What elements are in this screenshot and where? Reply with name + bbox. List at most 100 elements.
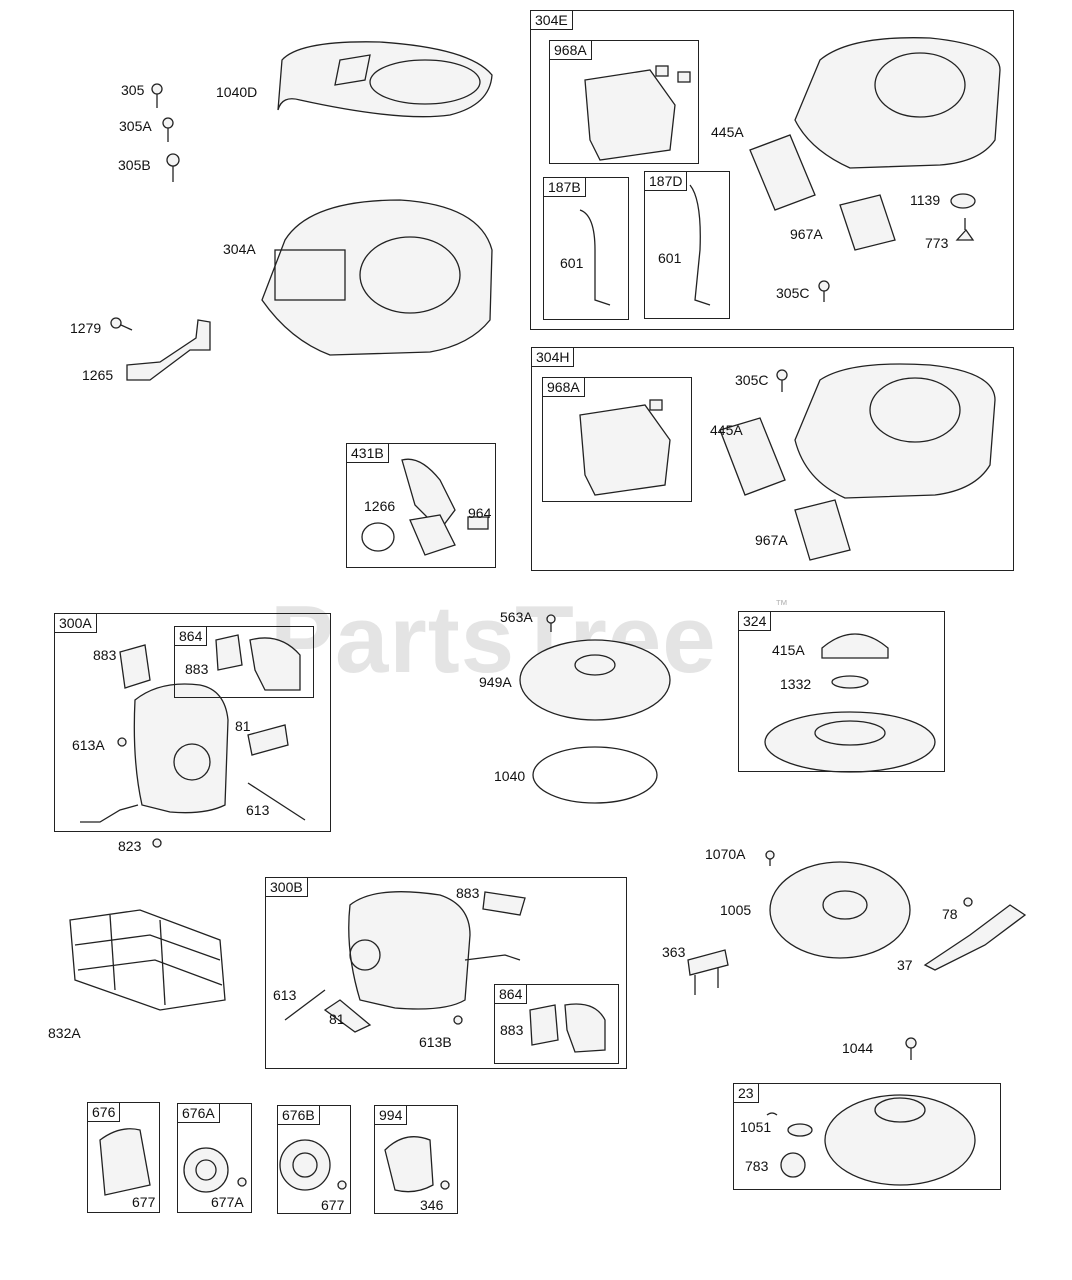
group-tag-300b: 300B [265,877,308,897]
group-tag-187d: 187D [644,171,688,191]
flywheel-23-drawing [766,1037,976,1186]
part-label-883-a1[interactable]: 883 [93,647,117,663]
group-tag-676: 676 [87,1102,121,1122]
group-tag-304e: 304E [530,10,573,30]
group-tag-676b: 676B [277,1105,320,1125]
group-tag-431b: 431B [346,443,389,463]
group-tag-994: 994 [374,1105,408,1125]
fan-1005-drawing [687,850,1027,995]
part-label-832a[interactable]: 832A [48,1025,81,1041]
group-box-300a: 300A [54,613,331,832]
watermark-trademark: ™ [775,597,788,612]
part-label-81-a[interactable]: 81 [235,718,251,734]
part-label-1070a[interactable]: 1070A [705,846,746,862]
part-label-305c-h[interactable]: 305C [735,372,769,388]
kit-304e-drawing [579,37,1001,306]
deflectors-drawing [99,1128,450,1196]
group-tag-864-b: 864 [494,984,528,1004]
part-label-305[interactable]: 305 [121,82,145,98]
group-box-431b: 431B [346,443,496,568]
screws-305-drawing [151,83,180,182]
part-label-363[interactable]: 363 [662,944,686,960]
group-tag-23: 23 [733,1083,759,1103]
part-label-601-d[interactable]: 601 [658,250,682,266]
group-box-968a-e: 968A [549,40,699,164]
blower-housing-304a-drawing [261,199,493,356]
part-label-677-a[interactable]: 677 [132,1194,156,1210]
part-label-964[interactable]: 964 [468,505,492,521]
group-tag-968a-e: 968A [549,40,592,60]
kit-300a-drawing [80,634,306,848]
group-box-324: 324 [738,611,945,772]
part-label-305c-e[interactable]: 305C [776,285,810,301]
group-box-300b: 300B [265,877,627,1069]
group-tag-968a-h: 968A [542,377,585,397]
part-label-883-b1[interactable]: 883 [456,885,480,901]
group-box-968a-h: 968A [542,377,692,502]
part-label-677a[interactable]: 677A [211,1194,244,1210]
group-box-676a: 676A [177,1103,252,1213]
part-label-304a[interactable]: 304A [223,241,256,257]
part-label-81-b[interactable]: 81 [329,1011,345,1027]
group-tag-324: 324 [738,611,772,631]
part-label-773[interactable]: 773 [925,235,949,251]
group-box-304h: 304H [531,347,1014,571]
group-box-864-b: 864 [494,984,619,1064]
part-label-305a[interactable]: 305A [119,118,152,134]
part-label-305b[interactable]: 305B [118,157,151,173]
part-label-613b[interactable]: 613B [419,1034,452,1050]
part-label-601-b[interactable]: 601 [560,255,584,271]
part-label-613-b[interactable]: 613 [273,987,297,1003]
part-label-563a[interactable]: 563A [500,609,533,625]
blower-cover-1040d-drawing [277,41,493,118]
part-label-949a[interactable]: 949A [479,674,512,690]
part-label-37[interactable]: 37 [897,957,913,973]
part-label-445a-h[interactable]: 445A [710,422,743,438]
guard-832a-drawing [69,909,226,1011]
group-box-676b: 676B [277,1105,351,1214]
part-label-967a-e[interactable]: 967A [790,226,823,242]
part-label-1005[interactable]: 1005 [720,902,752,918]
group-tag-304h: 304H [531,347,575,367]
part-label-1266[interactable]: 1266 [364,498,396,514]
group-box-304e: 304E [530,10,1014,330]
kit-324-drawing [764,633,936,773]
kit-304h-drawing [579,363,996,561]
kit-431b-drawing [361,458,489,556]
part-label-1040[interactable]: 1040 [494,768,526,784]
part-label-967a-h[interactable]: 967A [755,532,788,548]
part-label-613a[interactable]: 613A [72,737,105,753]
part-label-415a[interactable]: 415A [772,642,805,658]
part-label-1265[interactable]: 1265 [82,367,114,383]
part-label-1279[interactable]: 1279 [70,320,102,336]
part-label-613-a[interactable]: 613 [246,802,270,818]
part-label-445a-e[interactable]: 445A [711,124,744,140]
group-box-994: 994 [374,1105,458,1214]
fan-screen-949a-drawing [519,614,671,804]
group-tag-300a: 300A [54,613,97,633]
group-tag-864-a: 864 [174,626,208,646]
part-label-823[interactable]: 823 [118,838,142,854]
part-label-1040d[interactable]: 1040D [216,84,258,100]
part-label-1051[interactable]: 1051 [740,1119,772,1135]
part-label-677-b[interactable]: 677 [321,1197,345,1213]
part-label-883-b2[interactable]: 883 [500,1022,524,1038]
part-label-78[interactable]: 78 [942,906,958,922]
part-label-783[interactable]: 783 [745,1158,769,1174]
bracket-1265-drawing [110,317,211,381]
part-label-1139[interactable]: 1139 [910,192,941,208]
group-box-187b: 187B [543,177,629,320]
kit-300b-drawing [284,891,606,1053]
group-box-676: 676 [87,1102,160,1213]
part-label-1044[interactable]: 1044 [842,1040,874,1056]
part-label-883-a2[interactable]: 883 [185,661,209,677]
group-box-864-a: 864 [174,626,314,698]
group-tag-187b: 187B [543,177,586,197]
group-box-187d: 187D [644,171,730,319]
part-label-346[interactable]: 346 [420,1197,444,1213]
group-box-23: 23 [733,1083,1001,1190]
group-tag-676a: 676A [177,1103,220,1123]
part-label-1332[interactable]: 1332 [780,676,812,692]
